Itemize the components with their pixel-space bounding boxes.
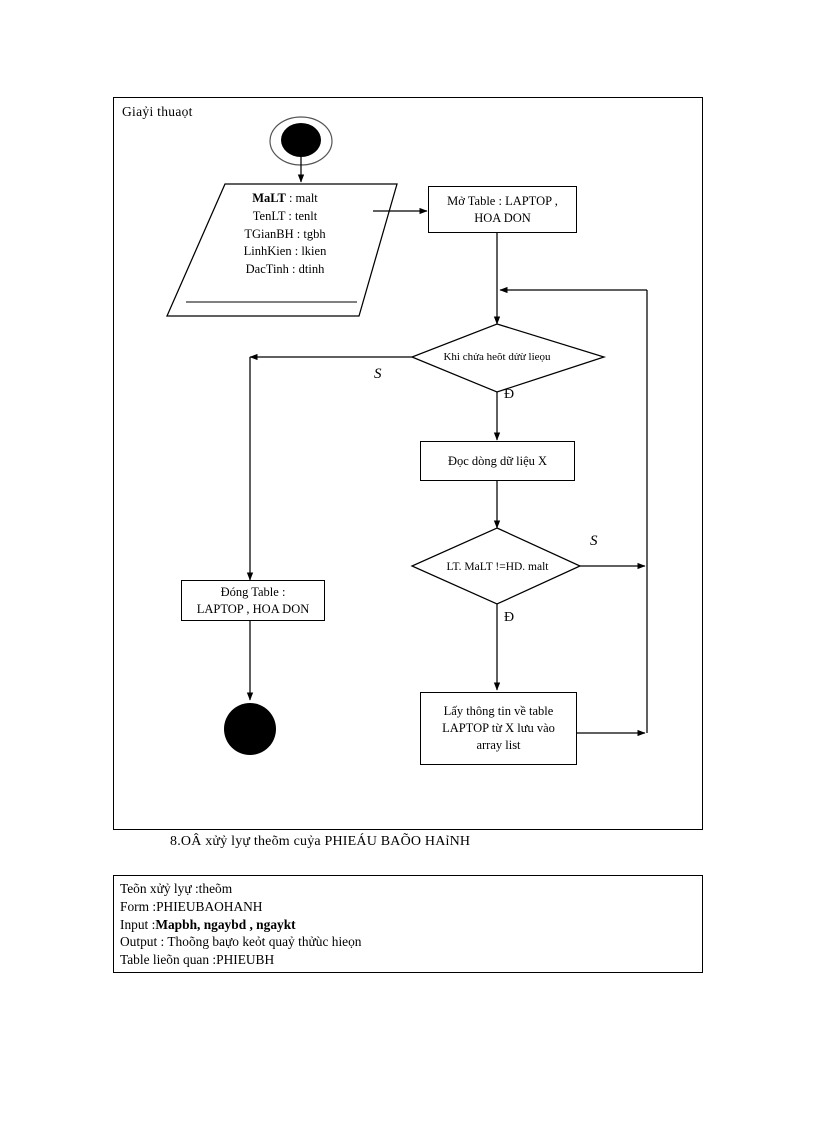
io-line-2: TGianBH : tgbh	[195, 226, 375, 244]
io-sep-0: :	[285, 191, 296, 205]
spec-label-4: Table lieõn quan :	[120, 952, 217, 968]
spec-row-2: Input :Mapbh, ngaybd , ngaykt	[120, 916, 702, 934]
io-line-1: TenLT : tenlt	[195, 208, 375, 226]
process-collect-line1: Lấy thông tin về table	[443, 704, 554, 719]
io-sep-1: :	[285, 208, 295, 223]
spec-label-2: Input :	[120, 916, 156, 932]
process-collect-line2: LAPTOP từ X lưu vào	[442, 721, 555, 736]
io-key-4: DacTinh	[245, 262, 289, 276]
spec-value-0: theõm	[198, 881, 233, 896]
process-read-row: Đọc dòng dữ liệu X	[420, 441, 575, 481]
io-line-4: DacTinh : dtinh	[195, 261, 375, 279]
spec-label-0: Teõn xửỷ lyự :	[120, 881, 199, 896]
decision-compare-label: LT. MaLT !=HD. malt	[446, 561, 549, 573]
process-close-table-line1: Đóng Table :	[220, 584, 286, 599]
io-val-4: dtinh	[298, 262, 325, 276]
branch-label-compare-true: Đ	[504, 610, 515, 625]
process-read-row-line1: Đọc dòng dữ liệu X	[447, 453, 548, 468]
spec-table: Teõn xửỷ lyự :theõm Form :PHIEUBAOHANH I…	[113, 875, 703, 973]
io-val-0: malt	[295, 191, 318, 205]
decision-more-data-label: Khi chửa heõt dửừ lieọu	[443, 351, 551, 363]
process-open-table-line1: Mở Table : LAPTOP ,	[447, 193, 558, 208]
spec-value-4: PHIEUBH	[216, 952, 275, 968]
spec-row-0: Teõn xửỷ lyự :theõm	[120, 880, 702, 898]
spec-row-1: Form :PHIEUBAOHANH	[120, 898, 702, 916]
io-key-2: TGianBH	[244, 226, 294, 241]
spec-row-3: Output : Thoõng baựo keỏt quaỷ thửùc hie…	[120, 933, 702, 951]
io-key-3: LinhKien	[243, 244, 292, 259]
diagram-title: Giaỷi thuaọt	[122, 104, 193, 119]
io-key-1: TenLT	[252, 208, 286, 223]
branch-label-compare-false: S	[590, 533, 598, 549]
process-open-table-line2: HOA DON	[474, 210, 531, 225]
io-val-2: tgbh	[303, 226, 326, 241]
io-key-0: MaLT	[252, 191, 286, 205]
io-sep-3: :	[291, 244, 302, 259]
spec-value-2: Mapbh, ngaybd , ngaykt	[155, 916, 296, 932]
io-val-3: lkien	[301, 244, 327, 259]
process-close-table: Đóng Table : LAPTOP , HOA DON	[181, 580, 325, 621]
diagram-frame	[113, 97, 703, 830]
spec-value-1: PHIEUBAOHANH	[156, 898, 263, 914]
io-val-1: tenlt	[294, 208, 318, 223]
spec-label-3: Output :	[120, 934, 168, 950]
io-sep-2: :	[293, 226, 304, 241]
io-line-3: LinhKien : lkien	[195, 243, 375, 261]
io-sep-4: :	[288, 262, 299, 276]
process-close-table-line2: LAPTOP , HOA DON	[196, 601, 310, 616]
figure-caption: 8.OÂ xửỷ lyự theõm cuỷa PHIEÁU BAÕO HAỉN…	[170, 834, 471, 849]
spec-value-3: Thoõng baựo keỏt quaỷ thửùc hieọn	[167, 934, 362, 950]
spec-label-1: Form :	[120, 898, 157, 914]
process-collect: Lấy thông tin về table LAPTOP từ X lưu v…	[420, 692, 577, 765]
branch-label-more-data-false: S	[374, 366, 382, 382]
process-collect-line3: array list	[476, 737, 521, 752]
process-open-table: Mở Table : LAPTOP , HOA DON	[428, 186, 577, 233]
io-line-0: MaLT : malt	[195, 190, 375, 208]
spec-row-4: Table lieõn quan :PHIEUBH	[120, 951, 702, 969]
branch-label-more-data-true: Đ	[504, 387, 515, 402]
io-node-text: MaLT : malt TenLT : tenlt TGianBH : tgbh…	[195, 190, 375, 279]
